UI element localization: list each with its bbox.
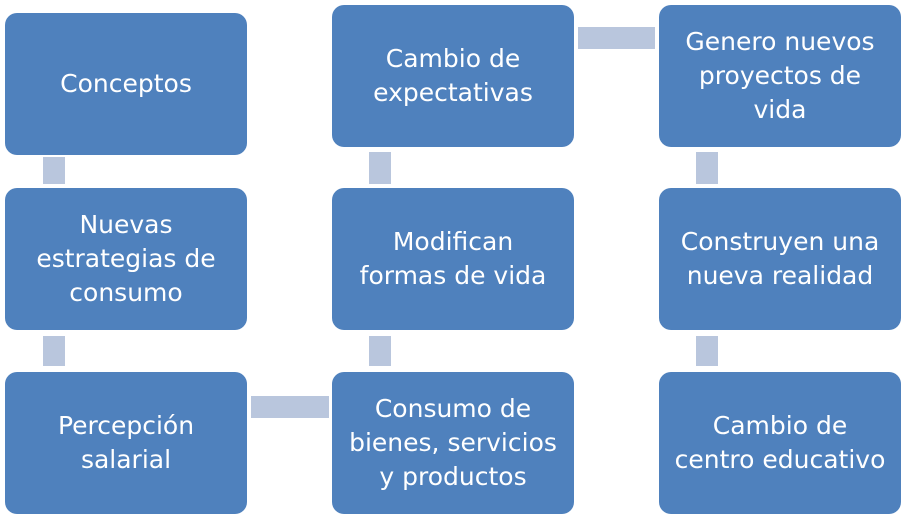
node-genero-proyectos: Genero nuevos proyectos de vida <box>659 5 901 147</box>
connector-modifican-cambio <box>369 152 391 184</box>
connector-cambio-genero <box>578 27 655 49</box>
node-percepcion-salarial: Percepción salarial <box>5 372 247 514</box>
connector-genero-construyen <box>696 152 718 184</box>
connector-percepcion-consumo <box>251 396 329 418</box>
node-consumo-bienes: Consumo de bienes, servicios y productos <box>332 372 574 514</box>
connector-construyen-centro <box>696 336 718 366</box>
connector-conceptos-nuevas <box>43 157 65 184</box>
connector-nuevas-percepcion <box>43 336 65 366</box>
connector-consumo-modifican <box>369 336 391 366</box>
node-cambio-centro: Cambio de centro educativo <box>659 372 901 514</box>
node-construyen-realidad: Construyen una nueva realidad <box>659 188 901 330</box>
node-cambio-expectativas: Cambio de expectativas <box>332 5 574 147</box>
node-conceptos: Conceptos <box>5 13 247 155</box>
node-modifican-formas: Modifican formas de vida <box>332 188 574 330</box>
node-nuevas-estrategias: Nuevas estrategias de consumo <box>5 188 247 330</box>
